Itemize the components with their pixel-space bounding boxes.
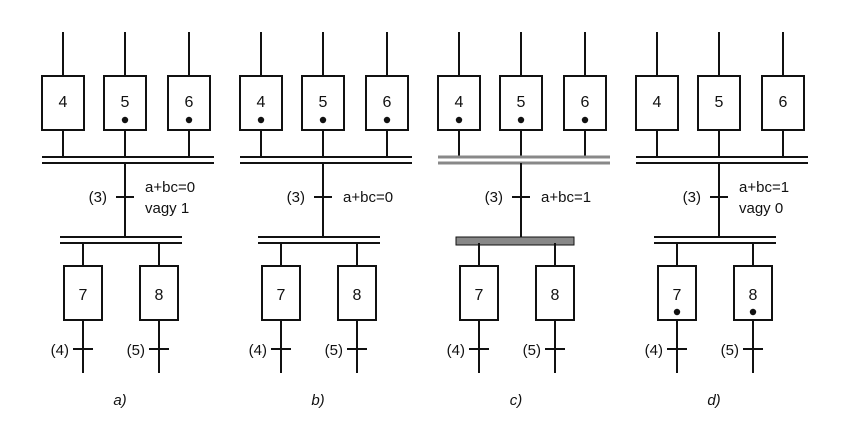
step-number: 4	[653, 94, 662, 111]
step-number: 6	[185, 94, 194, 111]
step-box	[459, 265, 499, 321]
transition-condition: a+bc=1	[541, 189, 591, 206]
step-number: 5	[319, 94, 328, 111]
transition-number: (5)	[721, 342, 739, 359]
transition-number: (4)	[645, 342, 663, 359]
step-number: 8	[353, 287, 362, 304]
transition-condition: a+bc=0	[145, 179, 195, 196]
token-dot	[121, 116, 129, 124]
token-dot	[517, 116, 525, 124]
token-dot	[383, 116, 391, 124]
step-number: 7	[79, 287, 88, 304]
transition-number: (3)	[287, 189, 305, 206]
step-box	[535, 265, 575, 321]
token-dot	[185, 116, 193, 124]
transition-condition: a+bc=1	[739, 179, 789, 196]
step-number: 8	[749, 287, 758, 304]
step-box	[301, 75, 345, 131]
step-number: 6	[581, 94, 590, 111]
transition-condition: a+bc=0	[343, 189, 393, 206]
transition-number: (4)	[447, 342, 465, 359]
panel-caption: d)	[707, 392, 720, 409]
step-box	[261, 265, 301, 321]
step-number: 6	[383, 94, 392, 111]
step-number: 5	[517, 94, 526, 111]
transition-number: (4)	[249, 342, 267, 359]
token-dot	[673, 308, 681, 316]
step-number: 4	[257, 94, 266, 111]
token-dot	[319, 116, 327, 124]
transition-number: (5)	[127, 342, 145, 359]
step-number: 5	[121, 94, 130, 111]
transition-number: (5)	[325, 342, 343, 359]
panel-b: 4 5 6 (3) a+bc=0 7 (4) 8 (5) b)	[239, 32, 412, 409]
transition-number: (3)	[485, 189, 503, 206]
token-dot	[455, 116, 463, 124]
step-number: 8	[551, 287, 560, 304]
step-box	[635, 75, 679, 131]
transition-number: (3)	[89, 189, 107, 206]
transition-condition: vagy 1	[145, 200, 189, 217]
step-number: 5	[715, 94, 724, 111]
step-box	[139, 265, 179, 321]
panel-caption: c)	[510, 392, 523, 409]
transition-number: (3)	[683, 189, 701, 206]
step-number: 7	[475, 287, 484, 304]
step-number: 4	[59, 94, 68, 111]
step-number: 8	[155, 287, 164, 304]
step-number: 7	[673, 287, 682, 304]
transition-condition: vagy 0	[739, 200, 783, 217]
panel-a: 4 5 6 (3) a+bc=0 vagy 1 7 (4) 8 (5) a)	[41, 32, 214, 409]
panel-c: 4 5 6 (3) a+bc=1 7 (4) 8 (5) c)	[437, 32, 610, 409]
panel-caption: a)	[113, 392, 126, 409]
token-dot	[749, 308, 757, 316]
token-dot	[257, 116, 265, 124]
transition-number: (5)	[523, 342, 541, 359]
transition-number: (4)	[51, 342, 69, 359]
step-box	[761, 75, 805, 131]
step-number: 7	[277, 287, 286, 304]
sync-bar-bottom	[455, 236, 575, 246]
panel-d: 4 5 6 (3) a+bc=1 vagy 0 7 (4) 8 (5) d)	[635, 32, 808, 409]
step-number: 6	[779, 94, 788, 111]
token-dot	[581, 116, 589, 124]
panel-caption: b)	[311, 392, 324, 409]
step-number: 4	[455, 94, 464, 111]
